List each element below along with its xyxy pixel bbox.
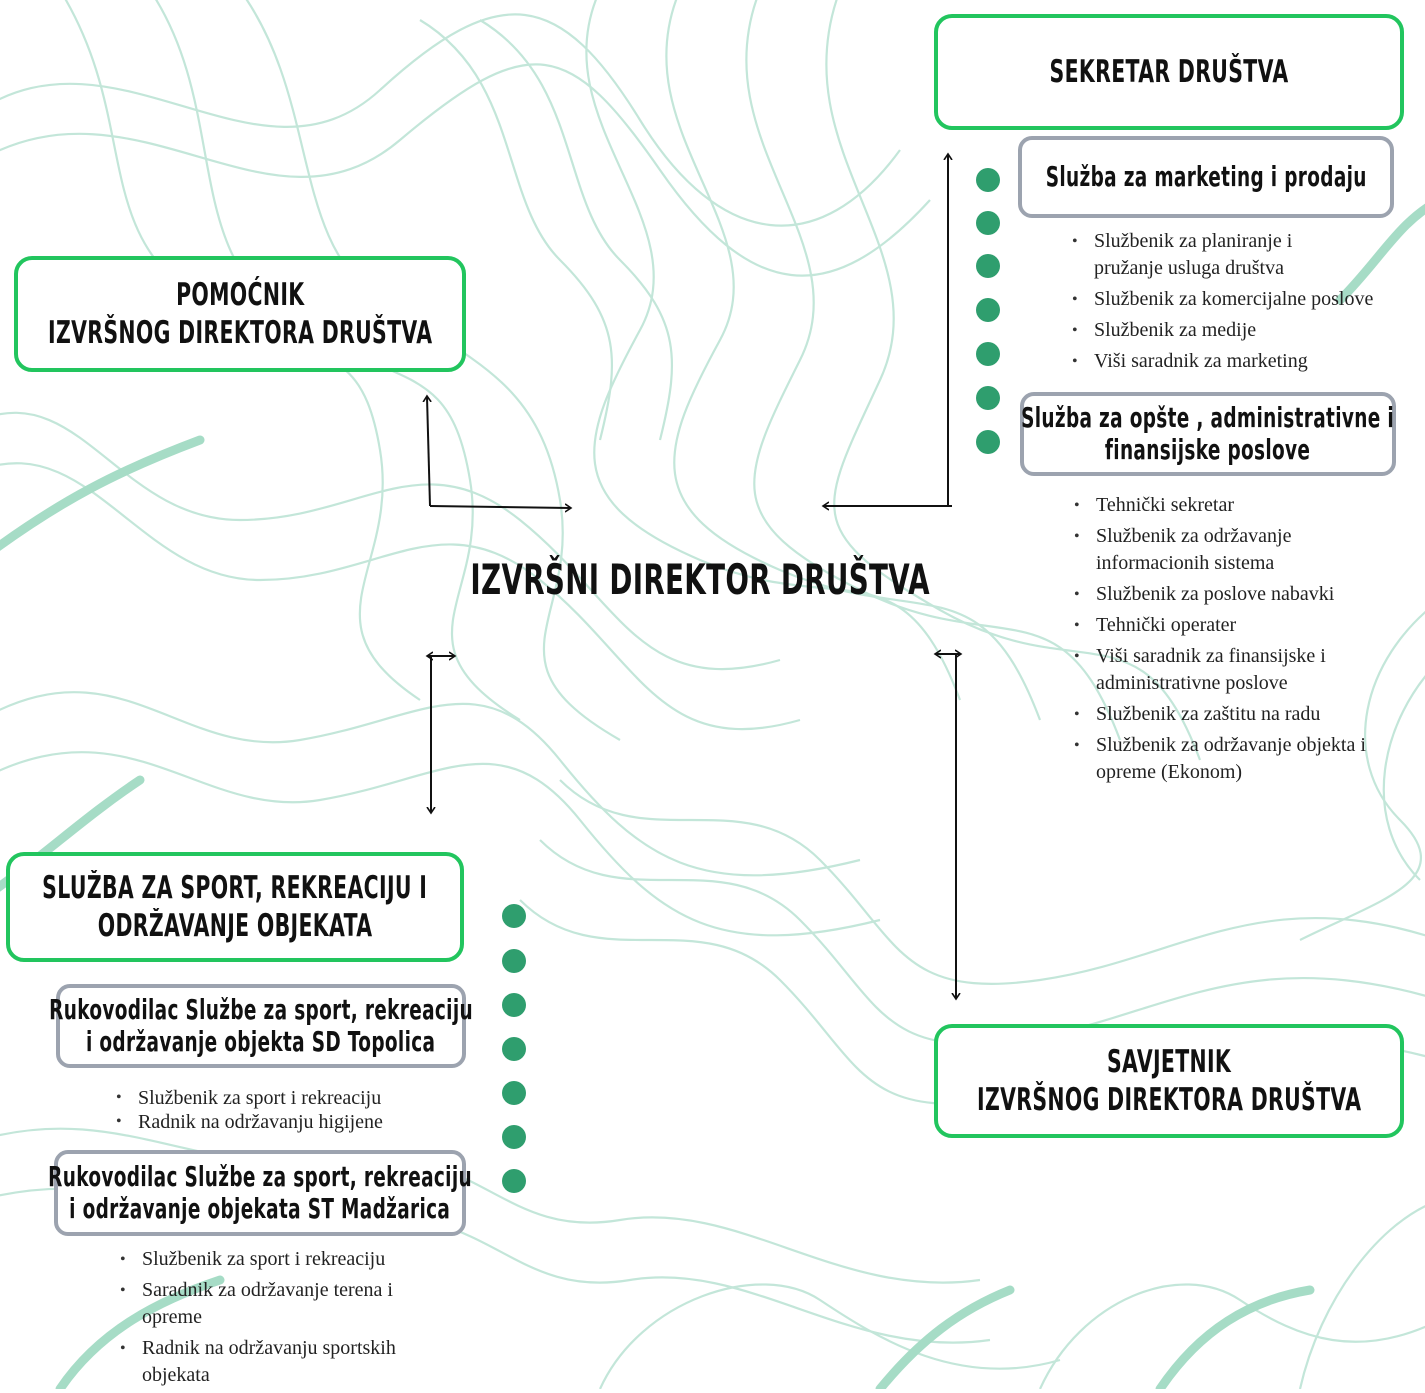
list-item: Viši saradnik za finansijske i administr… xyxy=(1070,643,1415,697)
list-item: Službenik za održavanje objekta i opreme… xyxy=(1070,732,1415,786)
assistant-director-label-line2: IZVRŠNOG DIREKTORA DRUŠTVA xyxy=(47,315,433,351)
advisor-label-line1: SAVJETNIK xyxy=(1106,1044,1232,1080)
marketing-staff-list: Službenik za planiranje i pružanje uslug… xyxy=(1068,228,1425,379)
admin-service-label-line1: Služba za opšte , administrativne i xyxy=(1021,401,1395,434)
list-item: Radnik na održavanju sportskih objekata xyxy=(116,1335,466,1389)
decorative-dot xyxy=(502,1169,526,1193)
list-item: Službenik za poslove nabavki xyxy=(1070,581,1415,608)
list-item: Tehnički operater xyxy=(1070,612,1415,639)
executive-director-label: IZVRŠNI DIREKTOR DRUŠTVA xyxy=(470,555,930,604)
sport-service-label-line1: SLUŽBA ZA SPORT, REKREACIJU I xyxy=(42,870,428,906)
list-item: Službenik za medije xyxy=(1068,317,1425,344)
topolica-manager-label-line2: i održavanje objekta SD Topolica xyxy=(86,1025,436,1058)
topolica-manager-label-line1: Rukovodilac Službe za sport, rekreaciju xyxy=(49,993,473,1026)
decorative-dot xyxy=(976,342,1000,366)
madzarica-manager-label-line1: Rukovodilac Službe za sport, rekreaciju xyxy=(48,1160,472,1193)
admin-staff-list: Tehnički sekretar Službenik za održavanj… xyxy=(1070,492,1415,790)
decorative-dot xyxy=(502,904,526,928)
list-item: Službenik za planiranje i pružanje uslug… xyxy=(1068,228,1425,282)
topolica-manager-box: Rukovodilac Službe za sport, rekreaciju … xyxy=(49,984,473,1068)
list-item: Službenik za sport i rekreaciju xyxy=(112,1086,462,1110)
marketing-service-box: Služba za marketing i prodaju xyxy=(1018,136,1394,218)
decorative-dot xyxy=(502,1037,526,1061)
list-item: Službenik za zaštitu na radu xyxy=(1070,701,1415,728)
decorative-dot xyxy=(502,1081,526,1105)
decorative-dot xyxy=(976,386,1000,410)
connector-left-horizontal xyxy=(429,506,570,508)
decorative-dot xyxy=(976,298,1000,322)
marketing-service-label: Služba za marketing i prodaju xyxy=(1045,160,1367,193)
admin-service-box: Služba za opšte , administrativne i fina… xyxy=(1020,392,1396,476)
list-item: Tehnički sekretar xyxy=(1070,492,1415,519)
connector-left-vertical xyxy=(427,397,430,507)
decorative-dot xyxy=(976,168,1000,192)
decorative-dot xyxy=(976,254,1000,278)
secretary-box: SEKRETAR DRUŠTVA xyxy=(934,14,1404,130)
assistant-director-label-line1: POMOĆNIK xyxy=(175,277,305,313)
list-item: Saradnik za održavanje terena i opreme xyxy=(116,1277,466,1331)
decorative-dot xyxy=(502,993,526,1017)
admin-service-label-line2: finansijske poslove xyxy=(1105,433,1311,466)
list-item: Viši saradnik za marketing xyxy=(1068,348,1425,375)
topolica-staff-list: Službenik za sport i rekreaciju Radnik n… xyxy=(112,1086,462,1134)
decorative-dot xyxy=(502,949,526,973)
sport-service-box: SLUŽBA ZA SPORT, REKREACIJU I ODRŽAVANJE… xyxy=(6,852,464,962)
list-item: Radnik na održavanju higijene xyxy=(112,1110,462,1134)
decorative-dot xyxy=(502,1125,526,1149)
assistant-director-box: POMOĆNIK IZVRŠNOG DIREKTORA DRUŠTVA xyxy=(14,256,466,372)
sport-service-label-line2: ODRŽAVANJE OBJEKATA xyxy=(97,908,373,944)
list-item: Službenik za sport i rekreaciju xyxy=(116,1246,466,1273)
decorative-dot xyxy=(976,211,1000,235)
madzarica-manager-box: Rukovodilac Službe za sport, rekreaciju … xyxy=(48,1150,472,1236)
advisor-box: SAVJETNIK IZVRŠNOG DIREKTORA DRUŠTVA xyxy=(934,1024,1404,1138)
list-item: Službenik za komercijalne poslove xyxy=(1068,286,1425,313)
decorative-dot xyxy=(976,430,1000,454)
madzarica-staff-list: Službenik za sport i rekreaciju Saradnik… xyxy=(116,1246,466,1393)
advisor-label-line2: IZVRŠNOG DIREKTORA DRUŠTVA xyxy=(976,1082,1362,1118)
executive-director-title: IZVRŠNI DIREKTOR DRUŠTVA xyxy=(430,556,970,604)
secretary-label: SEKRETAR DRUŠTVA xyxy=(1049,54,1289,90)
list-item: Službenik za održavanje informacionih si… xyxy=(1070,523,1415,577)
madzarica-manager-label-line2: i održavanje objekata ST Madžarica xyxy=(69,1192,451,1225)
